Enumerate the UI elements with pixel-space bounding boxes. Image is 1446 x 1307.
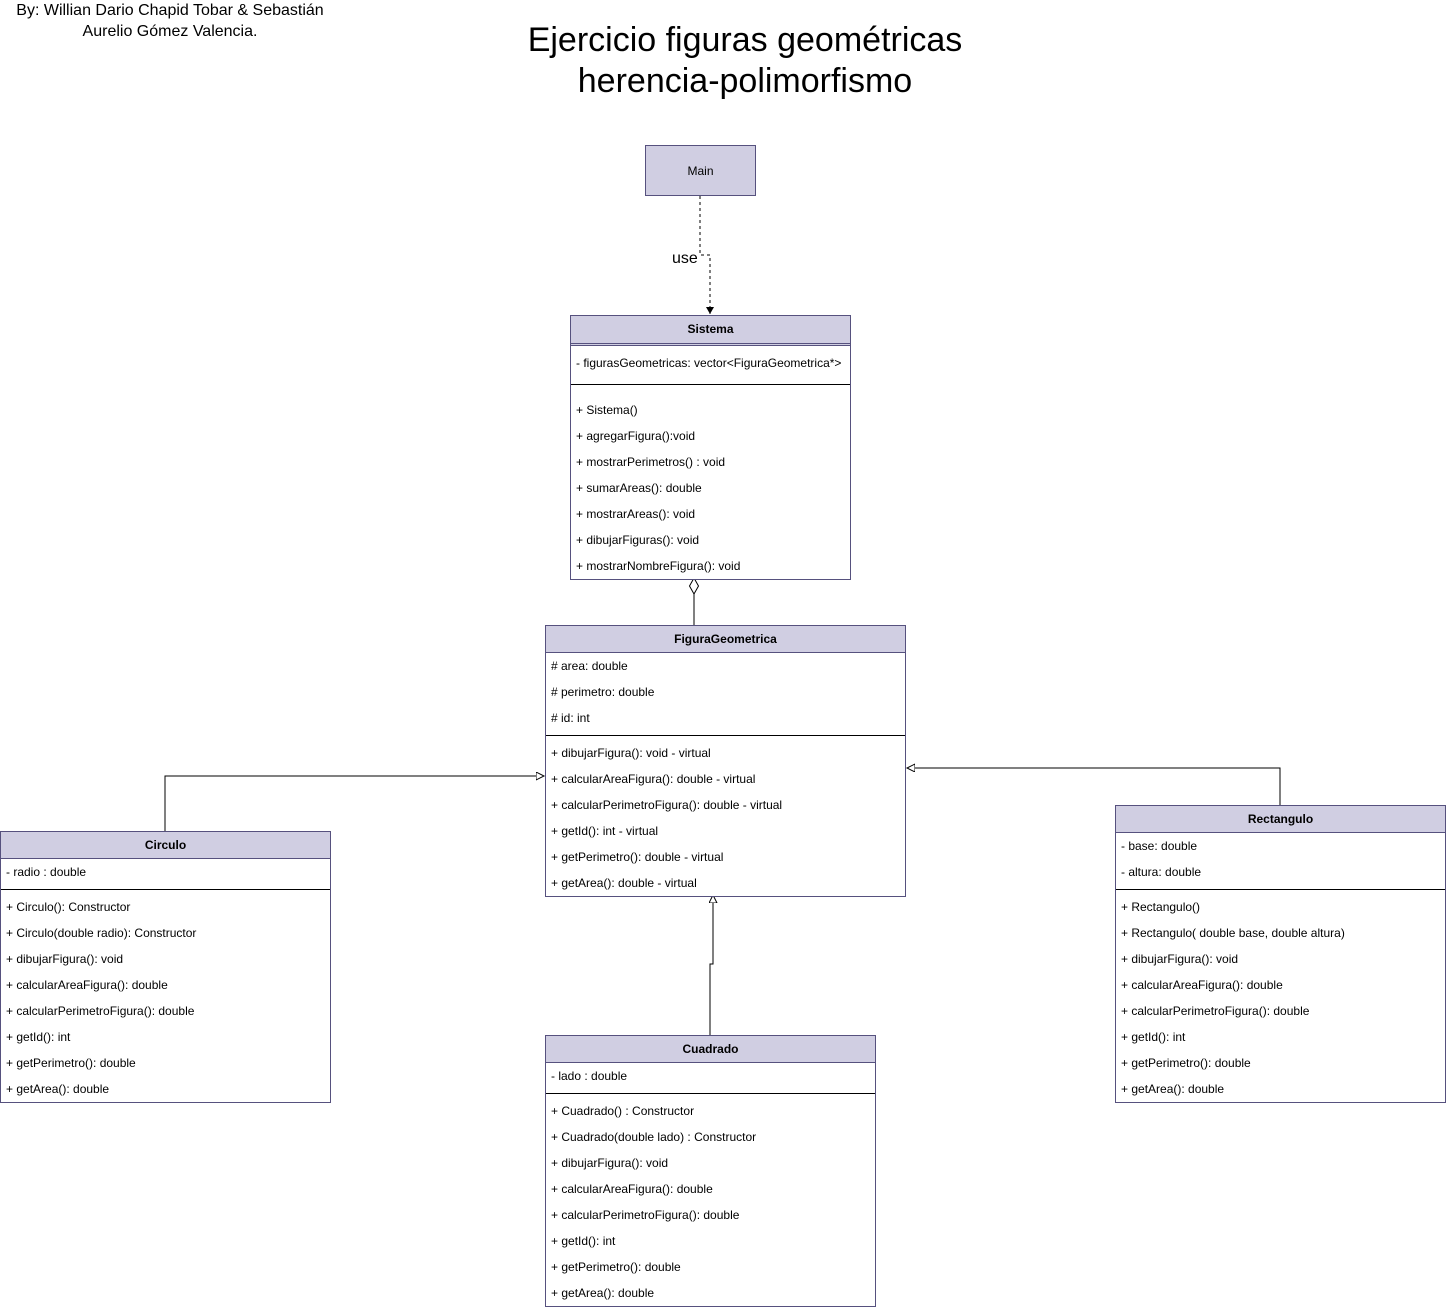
main-class-name: Main bbox=[687, 163, 714, 178]
method-row: + getId(): int bbox=[1121, 1030, 1186, 1044]
method-row: + dibujarFigura(): void bbox=[1121, 952, 1239, 966]
method-row: + getId(): int - virtual bbox=[551, 824, 659, 838]
method-row: + getId(): int bbox=[6, 1030, 71, 1044]
method-row: + agregarFigura():void bbox=[576, 429, 696, 443]
figura-section-divider bbox=[546, 735, 905, 736]
method-row: + calcularPerimetroFigura(): double bbox=[551, 1208, 740, 1222]
method-row: + getPerimetro(): double bbox=[551, 1260, 681, 1274]
method-row: + getPerimetro(): double bbox=[6, 1056, 136, 1070]
rectangulo-section-divider bbox=[1116, 889, 1445, 890]
method-row: + calcularPerimetroFigura(): double bbox=[1121, 1004, 1310, 1018]
cuadrado-attributes: - lado : double bbox=[546, 1063, 875, 1093]
method-row: + mostrarPerimetros() : void bbox=[576, 455, 726, 469]
method-row: + getArea(): double bbox=[551, 1286, 655, 1300]
cuadrado-methods: + Cuadrado() : Constructor + Cuadrado(dou… bbox=[546, 1094, 875, 1306]
method-row: + Sistema() bbox=[576, 403, 638, 417]
method-row: + calcularAreaFigura(): double - virtual bbox=[551, 772, 756, 786]
attribute-row: - altura: double bbox=[1121, 865, 1202, 879]
method-row: + Rectangulo() bbox=[1121, 900, 1201, 914]
attribute-row: - base: double bbox=[1121, 839, 1198, 853]
method-row: + calcularAreaFigura(): double bbox=[1121, 978, 1283, 992]
sistema-class-name: Sistema bbox=[571, 316, 850, 346]
sistema-class[interactable]: Sistema - figurasGeometricas: vector<Figu… bbox=[570, 315, 851, 580]
rectangulo-attributes: - base: double - altura: double bbox=[1116, 833, 1445, 889]
use-label: use bbox=[671, 250, 699, 268]
method-row: + getId(): int bbox=[551, 1234, 616, 1248]
method-row: + mostrarNombreFigura(): void bbox=[576, 559, 741, 573]
figura-class-name: FiguraGeometrica bbox=[546, 626, 905, 653]
attribute-row: # id: int bbox=[551, 711, 590, 725]
attribute-row: # area: double bbox=[551, 659, 628, 673]
cuadrado-class[interactable]: Cuadrado - lado : double + Cuadrado() : Co… bbox=[545, 1035, 876, 1307]
sistema-section-divider bbox=[571, 384, 850, 385]
method-row: + calcularPerimetroFigura(): double - vi… bbox=[551, 798, 783, 812]
method-row: + sumarAreas(): double bbox=[576, 481, 702, 495]
method-row: + dibujarFiguras(): void bbox=[576, 533, 700, 547]
attribute-row: - figurasGeometricas: vector<FiguraGeome… bbox=[576, 356, 842, 370]
method-row: + getArea(): double bbox=[1121, 1082, 1225, 1096]
method-row: + Cuadrado(double lado) : Constructor bbox=[551, 1130, 757, 1144]
method-row: + dibujarFigura(): void bbox=[551, 1156, 669, 1170]
method-row: + getPerimetro(): double - virtual bbox=[551, 850, 724, 864]
sistema-methods: + Sistema() + agregarFigura():void + mostr… bbox=[571, 385, 850, 579]
figura-methods: + dibujarFigura(): void - virtual + calcu… bbox=[546, 736, 905, 896]
method-row: + calcularPerimetroFigura(): double bbox=[6, 1004, 195, 1018]
method-row: + calcularAreaFigura(): double bbox=[6, 978, 168, 992]
method-row: + Rectangulo( double base, double altura… bbox=[1121, 926, 1345, 940]
method-row: + dibujarFigura(): void bbox=[6, 952, 124, 966]
circulo-attributes: - radio : double bbox=[1, 859, 330, 889]
figura-geometrica-class[interactable]: FiguraGeometrica # area: double # perimetr… bbox=[545, 625, 906, 897]
circulo-class[interactable]: Circulo - radio : double + Circulo(): Cons… bbox=[0, 831, 331, 1103]
title-line-2: herencia-polimorfismo bbox=[577, 62, 913, 100]
cuadrado-class-name: Cuadrado bbox=[546, 1036, 875, 1063]
circulo-inheritance-edge bbox=[164, 776, 544, 832]
method-row: + calcularAreaFigura(): double bbox=[551, 1182, 713, 1196]
attribute-row: - radio : double bbox=[6, 865, 87, 879]
rectangulo-class-name: Rectangulo bbox=[1116, 806, 1445, 833]
diagram-title: Ejercicio figuras geométricas herencia-p… bbox=[445, 20, 1045, 102]
aggregation-diamond bbox=[688, 576, 700, 596]
method-row: + getPerimetro(): double bbox=[1121, 1056, 1251, 1070]
attribute-row: # perimetro: double bbox=[551, 685, 655, 699]
method-row: + getArea(): double - virtual bbox=[551, 876, 697, 890]
sistema-attributes: - figurasGeometricas: vector<FiguraGeome… bbox=[571, 346, 850, 384]
method-row: + Circulo(): Constructor bbox=[6, 900, 131, 914]
method-row: + mostrarAreas(): void bbox=[576, 507, 696, 521]
method-row: + dibujarFigura(): void - virtual bbox=[551, 746, 711, 760]
attribute-row: - lado : double bbox=[551, 1069, 628, 1083]
method-row: + getArea(): double bbox=[6, 1082, 110, 1096]
method-row: + Circulo(double radio): Constructor bbox=[6, 926, 197, 940]
main-class-box[interactable]: Main bbox=[645, 145, 756, 196]
cuadrado-inheritance-edge bbox=[710, 895, 713, 1036]
figura-attributes: # area: double # perimetro: double # id: i… bbox=[546, 653, 905, 735]
method-row: + Cuadrado() : Constructor bbox=[551, 1104, 695, 1118]
use-dependency-edge bbox=[699, 196, 714, 314]
authors-note: By: Willian Dario Chapid Tobar & Sebasti… bbox=[16, 2, 324, 40]
rectangulo-class[interactable]: Rectangulo - base: double - altura: double… bbox=[1115, 805, 1446, 1103]
cuadrado-section-divider bbox=[546, 1093, 875, 1094]
circulo-methods: + Circulo(): Constructor + Circulo(double… bbox=[1, 890, 330, 1102]
rectangulo-methods: + Rectangulo() + Rectangulo( double base,… bbox=[1116, 890, 1445, 1102]
title-line-1: Ejercicio figuras geométricas bbox=[527, 21, 963, 59]
rectangulo-inheritance-edge bbox=[907, 768, 1281, 806]
circulo-class-name: Circulo bbox=[1, 832, 330, 859]
circulo-section-divider bbox=[1, 889, 330, 890]
